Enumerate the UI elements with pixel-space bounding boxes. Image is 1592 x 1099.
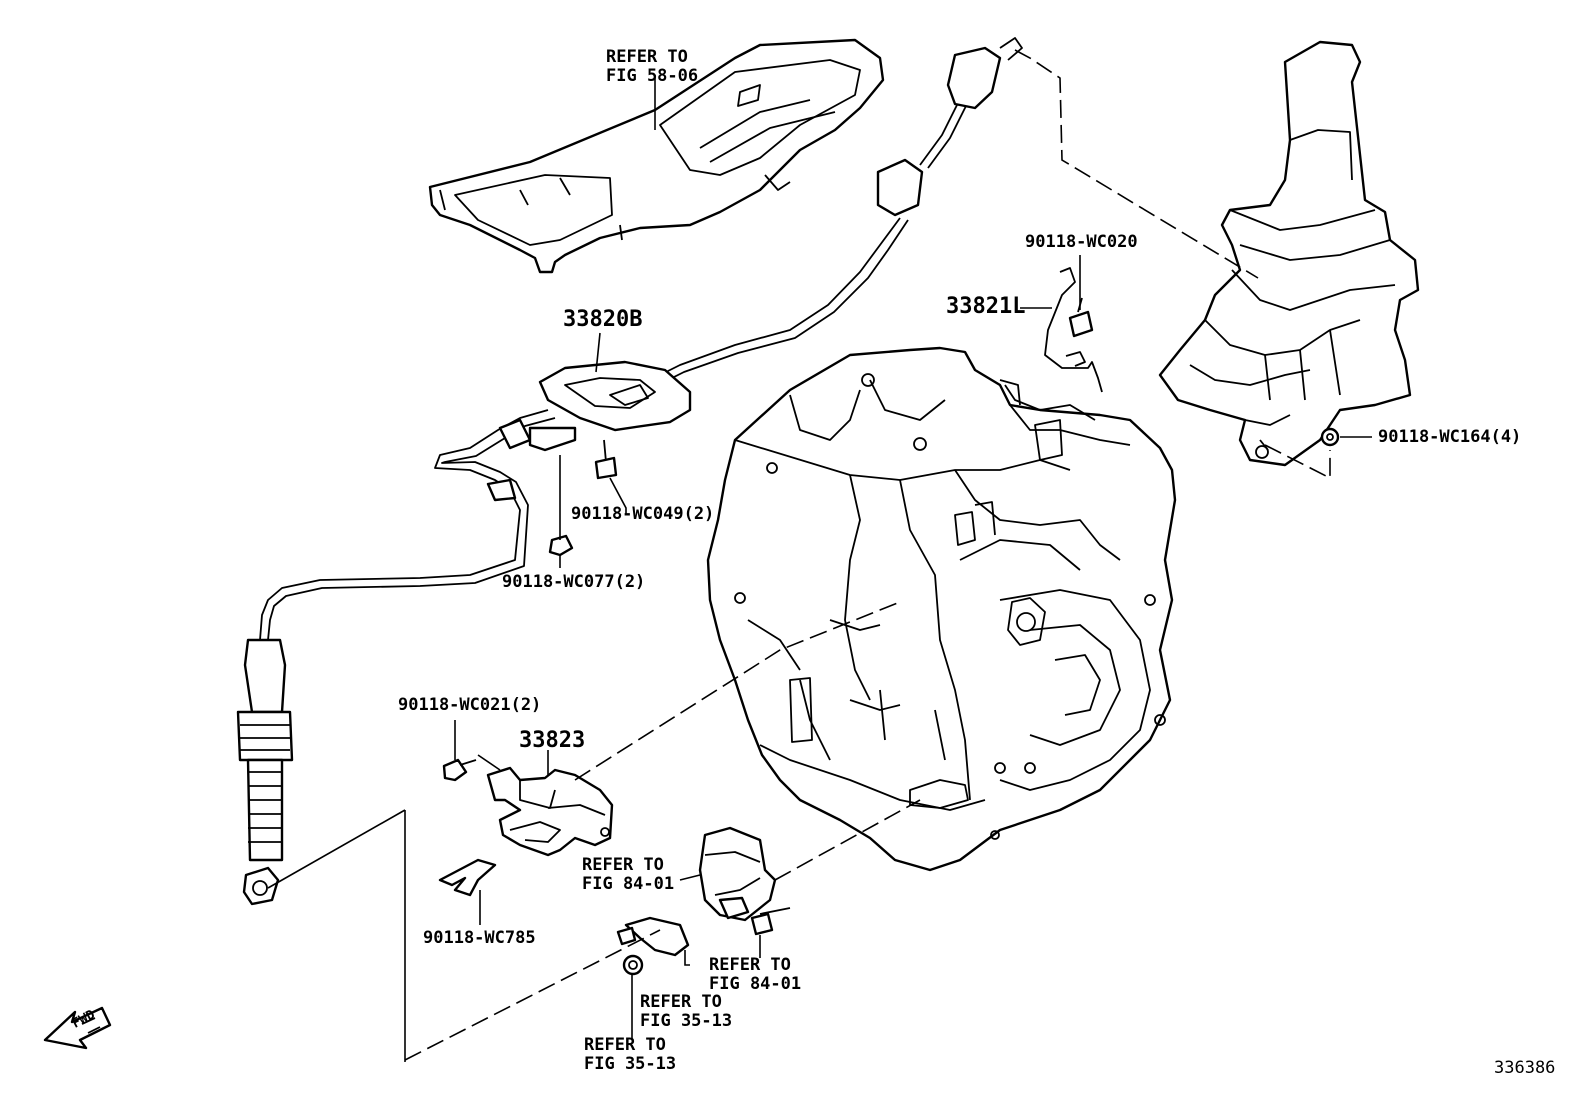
part-number-90118-wc785[interactable]: 90118-WC785 (423, 928, 536, 948)
lever-nut (622, 954, 644, 976)
transaxle-part (706, 346, 1177, 872)
part-number-33821l[interactable]: 33821L (946, 294, 1026, 319)
refer-line-2: FIG 84-01 (709, 974, 802, 994)
part-number-33823[interactable]: 33823 (519, 728, 586, 753)
part-number-90118-wc020[interactable]: 90118-WC020 (1025, 232, 1138, 252)
console-refer-label[interactable]: REFER TO FIG 58-06 (606, 48, 698, 86)
neutral-switch-part (698, 826, 777, 922)
leader-lines (267, 49, 1372, 1062)
refer-line-1: REFER TO (582, 855, 664, 875)
sensor-bolt-refer-label[interactable]: REFER TO FIG 84-01 (709, 956, 801, 994)
bracket-part (486, 766, 614, 857)
part-number-90118-wc021[interactable]: 90118-WC021(2) (398, 695, 542, 715)
wire-clip-part (1044, 267, 1103, 393)
sensor-bolt (750, 907, 791, 936)
refer-line-1: REFER TO (606, 47, 688, 67)
part-number-90118-wc077[interactable]: 90118-WC077(2) (502, 572, 646, 592)
bolt-wc020 (1068, 297, 1094, 338)
lever-nut-refer-label[interactable]: REFER TO FIG 35-13 (584, 1036, 676, 1074)
fwd-arrow-icon (43, 1006, 112, 1050)
bolt-wc021 (442, 758, 477, 782)
bolt-wc049 (594, 439, 618, 480)
refer-line-2: FIG 35-13 (640, 1011, 733, 1031)
refer-line-2: FIG 58-06 (606, 66, 699, 86)
diagram-number: 336386 (1494, 1058, 1556, 1078)
nut-wc164 (1320, 427, 1340, 447)
center-console-part (428, 38, 885, 274)
lever-refer-label[interactable]: REFER TO FIG 35-13 (640, 993, 732, 1031)
part-number-90118-wc049[interactable]: 90118-WC049(2) (571, 504, 715, 524)
nut-wc077 (548, 534, 574, 557)
refer-line-2: FIG 84-01 (582, 874, 675, 894)
refer-line-1: REFER TO (640, 992, 722, 1012)
part-number-33820b[interactable]: 33820B (563, 307, 643, 332)
part-number-90118-wc164[interactable]: 90118-WC164(4) (1378, 427, 1522, 447)
refer-line-1: REFER TO (709, 955, 791, 975)
retainer-part (438, 858, 497, 897)
control-lever-part (616, 916, 690, 957)
shift-cable-part (236, 37, 1023, 906)
shift-lever-part (1158, 40, 1420, 467)
sensor-refer-label[interactable]: REFER TO FIG 84-01 (582, 856, 674, 894)
refer-line-2: FIG 35-13 (584, 1054, 677, 1074)
refer-line-1: REFER TO (584, 1035, 666, 1055)
